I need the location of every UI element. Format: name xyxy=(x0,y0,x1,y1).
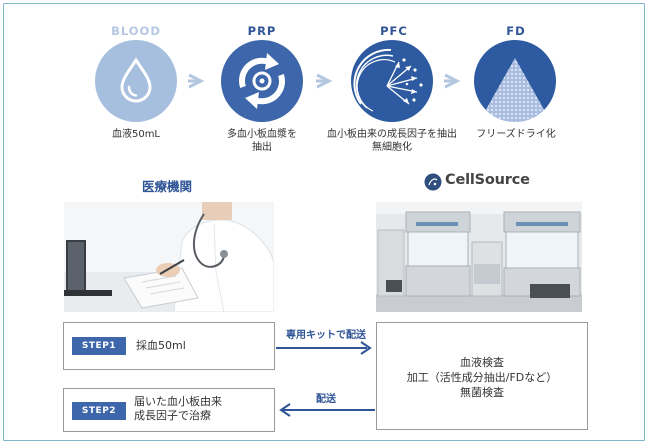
rotation-icon xyxy=(239,53,285,109)
stage-label-pfc: PFC xyxy=(380,24,408,38)
step1-text: 採血50ml xyxy=(136,339,186,352)
step2-text: 届いた血小板由来 成長因子で治療 xyxy=(134,395,222,422)
process-line-blood-test: 血液検査 xyxy=(460,356,504,369)
forward-connector-label: 専用キットで配送 xyxy=(286,330,366,341)
stage-circle-pfc xyxy=(351,40,433,122)
caption-pfc: 血小板由来の成長因子を抽出 無細胞化 xyxy=(327,129,457,153)
cell-extraction-icon xyxy=(353,48,423,112)
blood-drop-icon xyxy=(120,57,152,103)
outer-frame xyxy=(3,3,645,441)
process-line-sterility-test: 無菌検査 xyxy=(460,386,504,399)
step1-badge: STEP1 xyxy=(72,337,126,355)
caption-prp: 多血小板血漿を 抽出 xyxy=(227,129,297,153)
flow-arrow-3 xyxy=(444,73,461,89)
caption-fd: フリーズドライ化 xyxy=(476,129,556,140)
stage-label-prp: PRP xyxy=(247,24,277,38)
back-connector-label: 配送 xyxy=(316,394,336,405)
back-connector-arrow xyxy=(279,403,375,417)
step2-box: STEP2 届いた血小板由来 成長因子で治療 xyxy=(63,388,275,432)
process-lines: 血液検査 加工（活性成分抽出/FDなど） 無菌検査 xyxy=(377,355,587,400)
process-box: 血液検査 加工（活性成分抽出/FDなど） 無菌検査 xyxy=(376,322,588,430)
flow-arrow-2 xyxy=(316,73,333,89)
cellsource-logo-icon xyxy=(424,173,442,191)
forward-connector-arrow xyxy=(276,341,372,355)
doctor-illustration xyxy=(64,202,274,312)
step1-box: STEP1 採血50ml xyxy=(63,322,275,370)
stage-circle-blood xyxy=(95,40,177,122)
stage-label-fd: FD xyxy=(506,24,526,38)
flow-arrow-1 xyxy=(188,73,205,89)
caption-blood: 血液50mL xyxy=(111,129,161,140)
step2-badge: STEP2 xyxy=(72,402,126,420)
stage-circle-prp xyxy=(221,40,303,122)
clinic-photo xyxy=(64,202,274,312)
lab-illustration xyxy=(376,202,582,312)
cellsource-logo-text: CellSource xyxy=(445,172,530,188)
stage-circle-fd xyxy=(474,40,556,122)
stage-label-blood: BLOOD xyxy=(111,24,161,38)
clinic-title: 医療機関 xyxy=(142,179,193,194)
process-line-processing: 加工（活性成分抽出/FDなど） xyxy=(406,371,558,384)
lab-photo xyxy=(376,202,582,312)
freeze-dry-icon xyxy=(479,58,551,122)
